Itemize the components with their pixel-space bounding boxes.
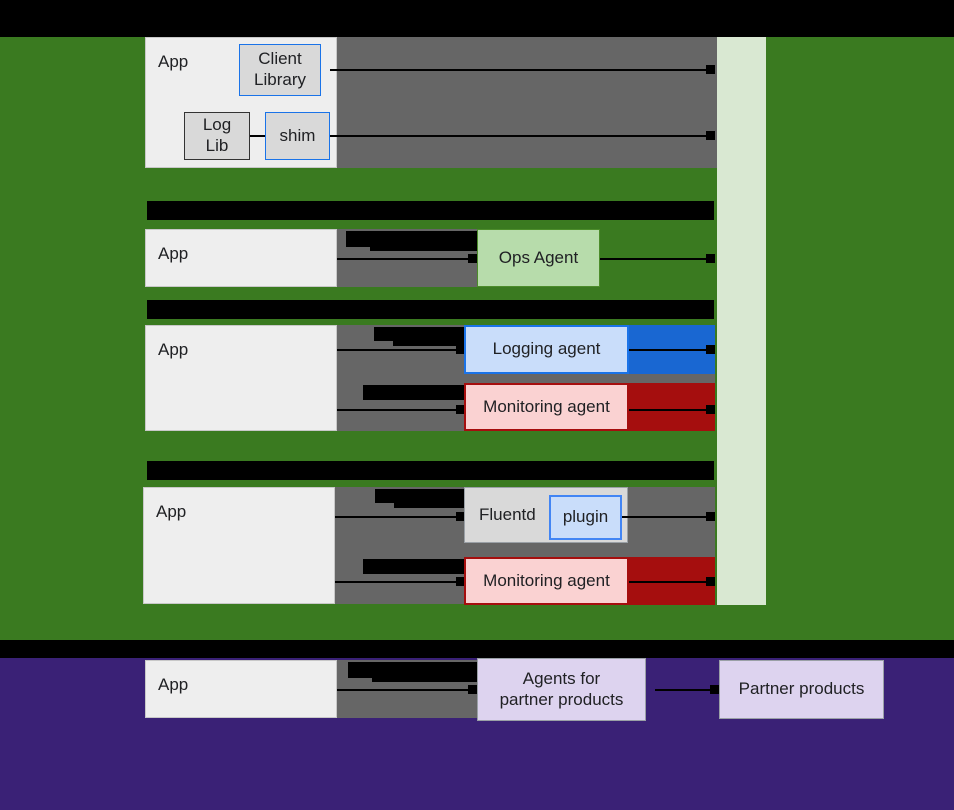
partner-agents-to-products-wire bbox=[655, 689, 715, 691]
row2-app-to-agent-wire bbox=[337, 258, 471, 260]
row3-channel-redaction-b bbox=[393, 338, 493, 346]
row3-app-box: App bbox=[145, 325, 337, 431]
middle-black-band bbox=[0, 640, 954, 658]
row2-app-box: App bbox=[145, 229, 337, 287]
ops-agent-arrowhead bbox=[706, 254, 715, 263]
client-library-arrowhead bbox=[706, 65, 715, 74]
monitoring-agent-arrowhead bbox=[706, 405, 715, 414]
row4-app-to-fluentd-wire bbox=[335, 516, 461, 518]
top-black-band bbox=[0, 0, 954, 37]
row3-channel-redaction-a bbox=[374, 327, 493, 341]
row2-app-arrowhead bbox=[468, 254, 477, 263]
logging-agent-to-rail-wire bbox=[629, 349, 711, 351]
row1-app-label: App bbox=[158, 52, 189, 71]
row5-app-label: App bbox=[158, 675, 189, 694]
row5-app-box: App bbox=[145, 660, 337, 718]
plugin-node[interactable]: plugin bbox=[549, 495, 622, 540]
row4-monitoring-to-rail-wire bbox=[629, 581, 711, 583]
partner-agents-node[interactable]: Agents for partner products bbox=[477, 658, 646, 721]
row3-monitoring-arrowhead bbox=[456, 405, 465, 414]
logging-agent-arrowhead bbox=[706, 345, 715, 354]
shim-to-rail-wire bbox=[330, 135, 711, 137]
row3-app-to-monitoring-wire bbox=[337, 409, 461, 411]
logging-agent-node[interactable]: Logging agent bbox=[464, 325, 629, 374]
client-library-node[interactable]: Client Library bbox=[239, 44, 321, 96]
row3-app-to-logging-wire bbox=[337, 349, 461, 351]
row3-logging-arrowhead bbox=[456, 345, 465, 354]
log-lib-node[interactable]: Log Lib bbox=[184, 112, 250, 160]
row3-caption-redaction-b bbox=[147, 300, 714, 319]
partner-products-node[interactable]: Partner products bbox=[719, 660, 884, 719]
row4-monitoring-rail-arrowhead bbox=[706, 577, 715, 586]
row5-app-to-agents-wire bbox=[337, 689, 471, 691]
row2-caption-redaction-b bbox=[147, 201, 714, 220]
row3-channel-redaction-c bbox=[363, 385, 493, 400]
row1-transport-channel bbox=[337, 37, 717, 168]
row4-channel-redaction-a bbox=[375, 489, 493, 503]
monitoring-agent-to-rail-wire bbox=[629, 409, 711, 411]
plugin-arrowhead bbox=[706, 512, 715, 521]
loglib-to-shim-wire bbox=[250, 135, 265, 137]
row2-app-label: App bbox=[158, 244, 189, 263]
shim-arrowhead bbox=[706, 131, 715, 140]
client-library-to-rail-wire bbox=[330, 69, 711, 71]
ops-agent-to-rail-wire bbox=[600, 258, 711, 260]
row4-app-to-monitoring-wire bbox=[335, 581, 461, 583]
shim-node[interactable]: shim bbox=[265, 112, 330, 160]
row3-app-label: App bbox=[158, 340, 189, 359]
row4-monitoring-arrowhead bbox=[456, 577, 465, 586]
row4-channel-redaction-c bbox=[363, 559, 493, 574]
row2-channel-redaction-b bbox=[370, 243, 477, 251]
row4-fluentd-arrowhead bbox=[456, 512, 465, 521]
fluentd-label: Fluentd bbox=[479, 504, 536, 524]
row5-channel-redaction-b bbox=[372, 674, 478, 682]
plugin-to-rail-wire bbox=[622, 516, 711, 518]
destination-rail bbox=[717, 37, 766, 605]
ops-agent-node[interactable]: Ops Agent bbox=[477, 229, 600, 287]
row5-app-arrowhead bbox=[468, 685, 477, 694]
row4-app-label: App bbox=[156, 502, 187, 521]
row4-app-box: App bbox=[143, 487, 335, 604]
row4-channel-redaction-b bbox=[394, 500, 493, 508]
partner-products-arrowhead bbox=[710, 685, 719, 694]
row4-caption-redaction-b bbox=[147, 461, 714, 480]
monitoring-agent-node[interactable]: Monitoring agent bbox=[464, 383, 629, 431]
row4-monitoring-agent-node[interactable]: Monitoring agent bbox=[464, 557, 629, 605]
